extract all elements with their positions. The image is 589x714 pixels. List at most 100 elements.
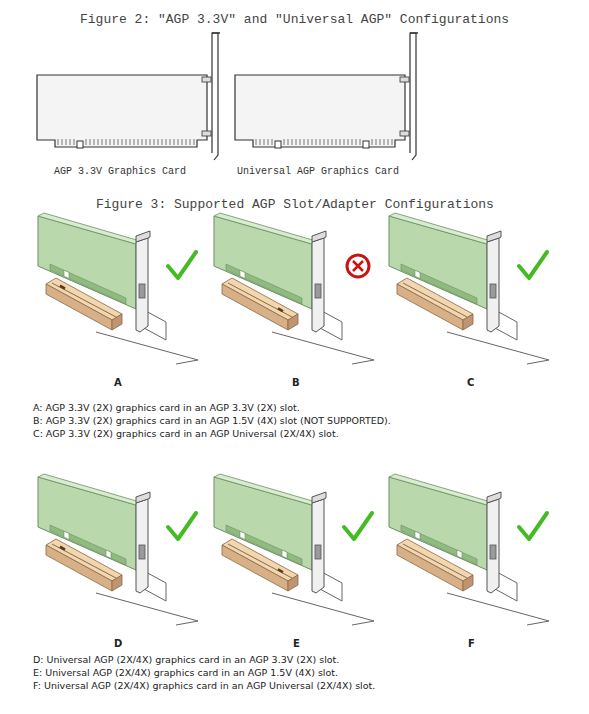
edge-connector (226, 525, 302, 565)
bracket-clip (400, 77, 409, 82)
check-mark (519, 513, 547, 539)
edge-finger (134, 139, 135, 145)
motherboard-edge (447, 332, 549, 364)
edge-finger (292, 139, 293, 145)
card-top-edge (214, 474, 316, 505)
mounting-bracket (487, 238, 499, 332)
edge-finger (122, 139, 123, 145)
panel-letter: B (292, 377, 300, 388)
agp-slot (112, 314, 122, 330)
not-supported-mark (353, 261, 363, 271)
description-line: F: Universal AGP (2X/4X) graphics card i… (33, 680, 375, 691)
edge-finger (324, 139, 325, 145)
card-key-notch (106, 550, 111, 558)
edge-finger (70, 139, 71, 145)
edge-finger (126, 139, 127, 145)
check-mark (344, 513, 372, 539)
mounting-bracket (410, 33, 416, 160)
bracket-clip (400, 131, 409, 136)
description-line: A: AGP 3.3V (2X) graphics card in an AGP… (33, 402, 300, 413)
key-notch (77, 141, 83, 148)
edge-finger (272, 139, 273, 145)
panel-letter: D (114, 638, 122, 649)
bracket-connector (490, 545, 496, 559)
edge-finger (162, 139, 163, 145)
edge-finger (288, 139, 289, 145)
edge-finger (194, 139, 195, 145)
agp-slot (463, 575, 473, 591)
bracket-connector (139, 545, 145, 559)
description-line: C: AGP 3.3V (2X) graphics card in an AGP… (33, 428, 339, 439)
panel-letter: C (467, 377, 474, 388)
card-key-notch (240, 270, 245, 278)
bracket-clip (202, 131, 211, 136)
edge-finger (182, 139, 183, 145)
bracket-tab (136, 492, 150, 503)
mounting-bracket (312, 238, 324, 332)
mounting-bracket (136, 238, 148, 332)
edge-finger (62, 139, 63, 145)
edge-finger (154, 139, 155, 145)
edge-connector (50, 525, 126, 565)
mounting-bracket (212, 33, 218, 160)
edge-finger (340, 139, 341, 145)
edge-connector (401, 525, 477, 565)
card-top-edge (38, 474, 140, 505)
description-line: E: Universal AGP (2X/4X) graphics card i… (33, 667, 338, 678)
check-mark (168, 513, 196, 539)
edge-finger (102, 139, 103, 145)
edge-connector (226, 264, 302, 304)
edge-finger (94, 139, 95, 145)
edge-finger (178, 139, 179, 145)
slot-key (60, 286, 65, 289)
edge-finger (170, 139, 171, 145)
bracket-tab (312, 492, 326, 503)
description-line: D: Universal AGP (2X/4X) graphics card i… (33, 654, 339, 665)
edge-finger (392, 139, 393, 145)
edge-finger (360, 139, 361, 145)
slot-key (278, 569, 283, 572)
edge-connector (50, 264, 126, 304)
card-key-notch (415, 531, 420, 539)
slot-key (278, 308, 283, 311)
card-key-notch (64, 531, 69, 539)
bracket-connector (490, 284, 496, 298)
edge-finger (372, 139, 373, 145)
edge-finger (308, 139, 309, 145)
card-key-notch (240, 531, 245, 539)
edge-finger (356, 139, 357, 145)
edge-finger (138, 139, 139, 145)
edge-finger (174, 139, 175, 145)
edge-finger (264, 139, 265, 145)
edge-finger (130, 139, 131, 145)
edge-finger (114, 139, 115, 145)
edge-finger (256, 139, 257, 145)
edge-finger (74, 139, 75, 145)
figure-title: Figure 2: "AGP 3.3V" and "Universal AGP"… (80, 12, 509, 27)
edge-finger (142, 139, 143, 145)
mounting-bracket (312, 499, 324, 593)
edge-finger (352, 139, 353, 145)
edge-finger (260, 139, 261, 145)
edge-finger (332, 139, 333, 145)
edge-finger (118, 139, 119, 145)
edge-finger (316, 139, 317, 145)
panel-letter: F (468, 638, 475, 649)
motherboard-edge (96, 332, 198, 364)
card-caption: Universal AGP Graphics Card (237, 166, 399, 177)
card-top-edge (214, 213, 316, 244)
card-key-notch (415, 270, 420, 278)
card-key-notch (282, 550, 287, 558)
agp-slot (112, 575, 122, 591)
edge-finger (86, 139, 87, 145)
agp-slot (288, 575, 298, 591)
edge-finger (328, 139, 329, 145)
bracket-tab (487, 492, 501, 503)
edge-finger (106, 139, 107, 145)
edge-finger (186, 139, 187, 145)
edge-connector (401, 264, 477, 304)
panel-letter: E (293, 638, 300, 649)
edge-finger (384, 139, 385, 145)
agp-slot (288, 314, 298, 330)
agp-slot (463, 314, 473, 330)
